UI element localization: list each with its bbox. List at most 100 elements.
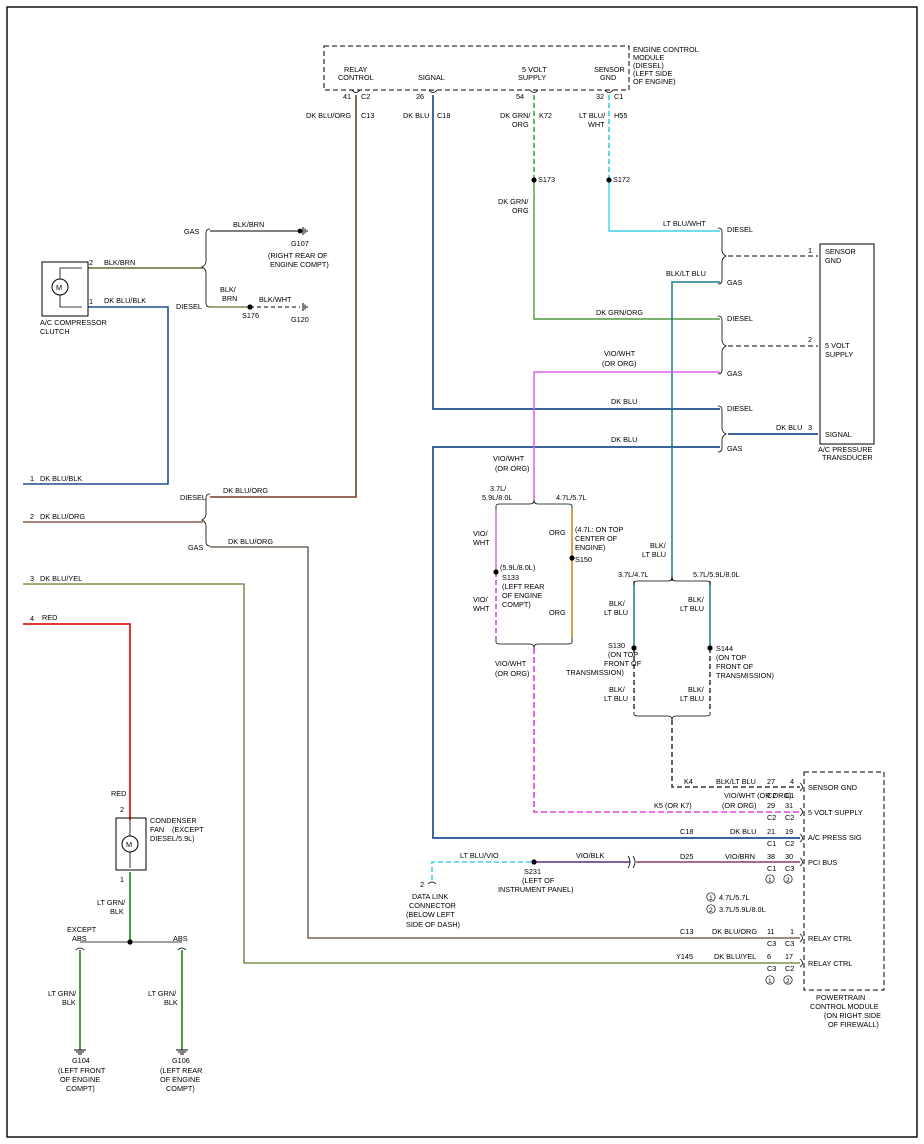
wire-5v-solid [533,180,720,320]
pcm-row3-name: A/C PRESS SIG [808,833,862,842]
pcm-row3-color: DK BLU [730,827,756,836]
label-blk-brn-2: BLK/BRN [233,220,264,229]
pci-connector-glyph [627,855,636,869]
legend-num-2: 2 [709,907,713,914]
ecm-pin-5v-name-2: SUPPLY [518,73,546,82]
label-vio-wht-2: (OR ORG) [602,359,636,368]
transducer-pin-1-name-2: GND [825,256,841,265]
pcm-row4-circuit: D25 [680,852,693,861]
wire-vio-wht-to-pcm [533,648,800,813]
pcm-row3-circuit: C18 [680,827,693,836]
ecm-pin-gnd-name-1: SENSOR [594,65,625,74]
pcm-row5-pin2: 1 [790,927,794,936]
label-abs: ABS [173,934,188,943]
label-lt-grn-blk-g106-2: BLK [164,998,178,1007]
pcm-title-3: (ON RIGHT SIDE [824,1011,881,1020]
ground-g106-label: G106 [172,1056,190,1065]
ecm-pin-gnd-num: 32 [596,92,604,101]
condenser-fan: M 2 1 CONDENSER FAN (EXCEPT DIESEL/5.9L) [115,805,204,884]
left-connectors: 1 DK BLU/BLK 2 DK BLU/ORG 3 DK BLU/YEL 4… [30,474,85,623]
wire-lt-blu-vio-dash [431,861,534,880]
pcm-row0-name: SENSOR GND [808,783,857,792]
ecm-title-4: (LEFT SIDE [633,69,672,78]
transducer-pin-3-name: SIGNAL [825,430,852,439]
pcm-row6-color: DK BLU/YEL [714,952,756,961]
pcm-row5-circuit: C13 [680,927,693,936]
label-dk-blu-diesel: DK BLU [611,397,637,406]
ground-g104-note-2: OF ENGINE [60,1075,100,1084]
label-vio-wht-1: VIO/WHT [604,349,636,358]
ground-g104-note-3: COMPT) [66,1084,95,1093]
s133-note-1: (5.9L/8.0L) [500,563,535,572]
label-blk-lt-blu-37-2: LT BLU [604,608,628,617]
wire-signal-gas [432,446,800,839]
ecm-pin-gnd-conn: C1 [614,92,623,101]
label-blk-wht: BLK/WHT [259,295,292,304]
s231-note-2: INSTRUMENT PANEL) [498,885,574,894]
pcm-row2-c2: C2 [785,813,794,822]
label-blk-brn-4: BRN [222,294,237,303]
brace-compressor [201,228,211,308]
splice-s133 [493,569,499,575]
ecm-pin-gnd-name-2: GND [600,73,616,82]
label-57-59: 5.7L/5.9L/8.0L [693,570,740,579]
left-conn-4-color: RED [42,613,57,622]
pcm-row6-pin1: 6 [767,952,771,961]
transducer-title-2: TRANSDUCER [822,453,873,462]
label-vio-wht-59-2: WHT [473,538,490,547]
pcm-title-2: CONTROL MODULE [810,1002,879,1011]
pcm-row0-pin1: 27 [767,777,775,786]
wire-blk-lt-blu-to-pcm [671,720,800,788]
s133-note-2: (LEFT REAR [502,582,544,591]
label-lt-grn-blk-g104-2: BLK [62,998,76,1007]
compressor-title-1: A/C COMPRESSOR [40,318,107,327]
dlc-pin: 2 [420,880,424,889]
pcm-row2-or-org: (OR ORG) [722,801,756,810]
pcm-row4-legend-a: 1 [768,877,772,884]
label-blk-lt-blu: BLK/LT BLU [666,269,706,278]
label-red-fan: RED [111,789,126,798]
dlc-title-2: CONNECTOR [409,901,456,910]
ecm-wire-relay-circuit: C13 [361,111,374,120]
s133-note-3: OF ENGINE [502,591,542,600]
label-blk-lt-blu-57-3: BLK/ [688,685,705,694]
pcm-row4-name: PCI BUS [808,858,837,867]
label-dk-blu-org-gas: DK BLU/ORG [228,537,273,546]
dlc-title-3: (BELOW LEFT [406,910,455,919]
label-vio-wht-59-4: WHT [473,604,490,613]
ground-g106-note-2: OF ENGINE [160,1075,200,1084]
pcm-title-4: OF FIREWALL) [828,1020,879,1029]
pcm-row1-pin2: C1 [785,791,794,800]
fan-title-2: FAN [150,825,164,834]
fan-pin-2: 2 [120,805,124,814]
fan-motor-glyph: M [126,840,132,849]
sel-diesel-3: DIESEL [727,404,753,413]
pcm-row3-pin1: 21 [767,827,775,836]
ecm-pin-relay-name-1: RELAY [344,65,368,74]
ecm-pin-relay-name-2: CONTROL [338,73,374,82]
wire-vio-wht [533,371,720,500]
transducer-wire-signal-color: DK BLU [776,423,802,432]
splice-s231 [531,859,537,865]
label-org-2: ORG [549,608,566,617]
pcm-row6-name: RELAY CTRL [808,959,852,968]
s130-label: S130 [608,641,625,650]
ground-g120 [302,303,308,311]
wire-blk-lt-blu [671,281,720,581]
ecm-wire-relay-color: DK BLU/ORG [306,111,351,120]
pcm-row4-c2: C3 [785,864,794,873]
left-conn-2-num: 2 [30,512,34,521]
left-conn-4-num: 4 [30,614,34,623]
pcm-row4-color: VIO/BRN [725,852,755,861]
compressor-sel-gas: GAS [184,227,200,236]
ecm-title-2: MODULE [633,53,664,62]
bracket-vio-bottom [495,638,573,649]
label-vio-blk: VIO/BLK [576,851,605,860]
ground-g104 [74,1049,86,1055]
s144-note-3: TRANSMISSION) [716,671,774,680]
label-blk-brn-3: BLK/ [220,285,237,294]
s144-label: S144 [716,644,733,653]
s231-label: S231 [524,867,541,876]
label-vio-wht-upper-2: (OR ORG) [495,464,529,473]
